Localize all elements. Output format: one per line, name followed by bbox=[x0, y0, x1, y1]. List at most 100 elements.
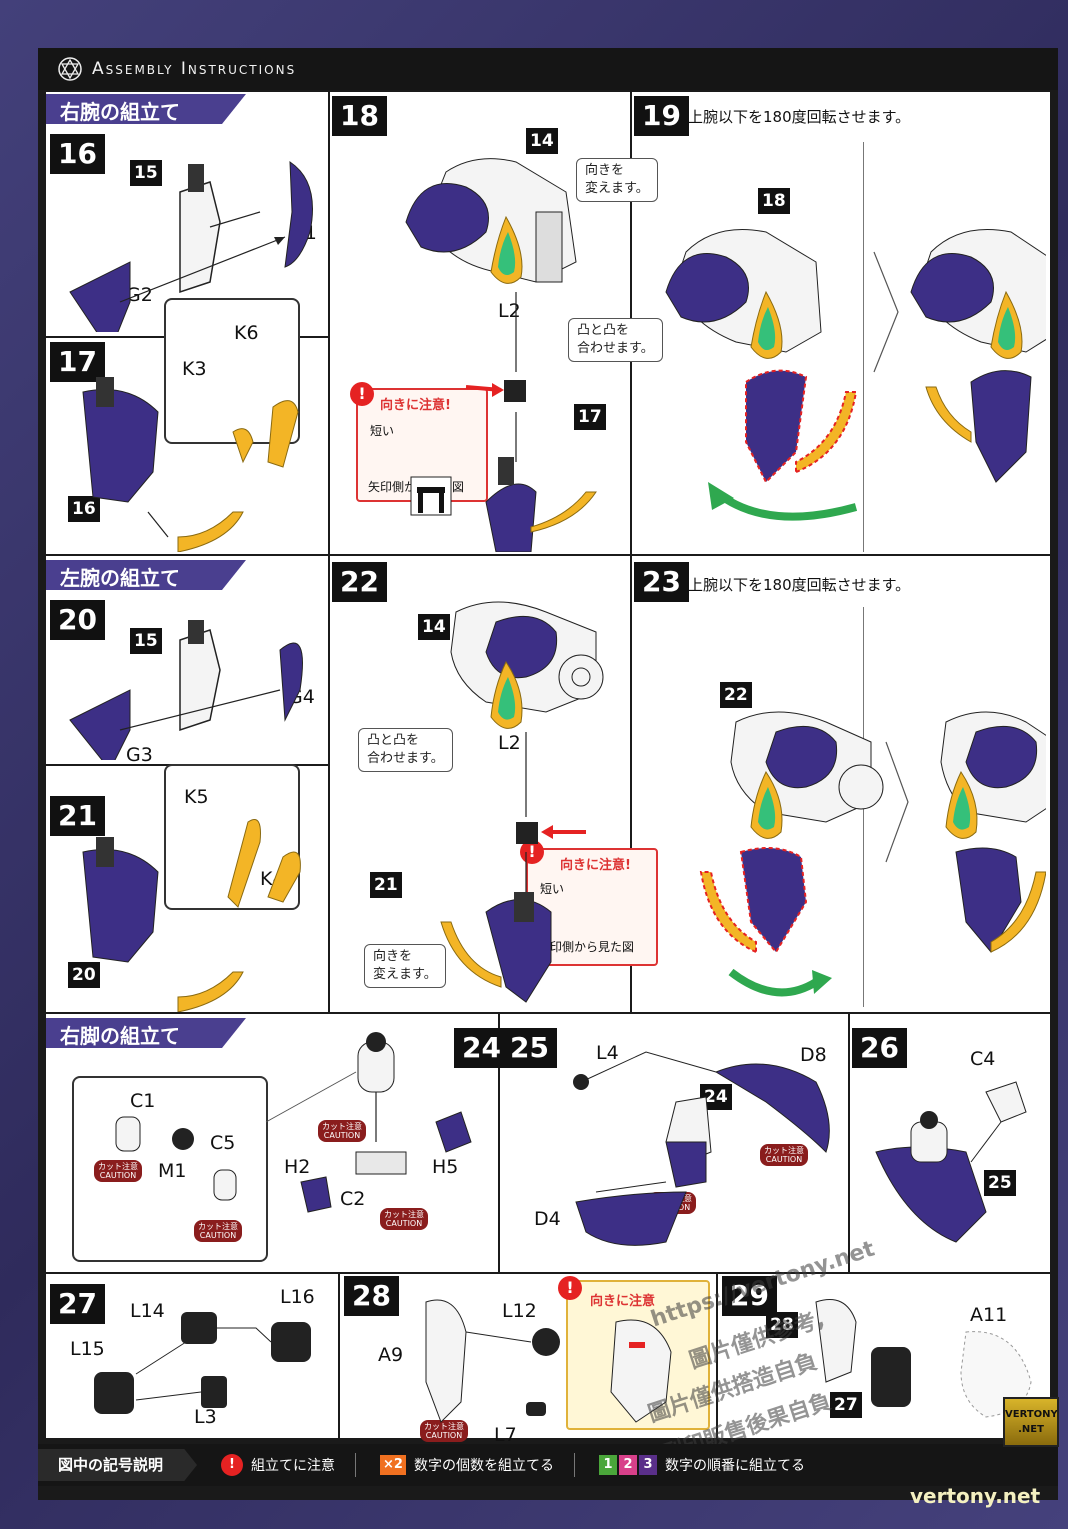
part-label: L15 bbox=[70, 1338, 105, 1360]
divider bbox=[328, 92, 330, 554]
header-title: Assembly Instructions bbox=[92, 59, 297, 79]
step-22-diagram bbox=[440, 601, 604, 1003]
caution-short: 短い bbox=[540, 882, 565, 896]
part-label: 27 bbox=[830, 1392, 862, 1418]
legend-item-caution: ! 組立てに注意 bbox=[221, 1454, 335, 1476]
step-number: 23 bbox=[634, 562, 689, 602]
step-19-diagram bbox=[665, 229, 1046, 521]
order-3-icon: 3 bbox=[639, 1455, 658, 1475]
instruction-content: 右腕の組立て 左腕の組立て 右脚の組立て 16 15 G1 G2 17 K6 K… bbox=[46, 92, 1050, 1467]
callout-bubble: 凸と凸を 合わせます。 bbox=[358, 728, 453, 772]
caution-view: 矢印側から見た図 bbox=[538, 940, 635, 954]
rotation-divider bbox=[863, 142, 864, 552]
part-label: 21 bbox=[370, 872, 402, 898]
step-26-diagram bbox=[875, 1081, 1027, 1243]
legend-item-quantity: ×2 数字の個数を組立てる bbox=[380, 1455, 554, 1475]
step-24-diagram bbox=[115, 1032, 472, 1213]
part-label: 22 bbox=[720, 682, 752, 708]
part-label: L3 bbox=[194, 1406, 217, 1428]
step-number: 22 bbox=[332, 562, 387, 602]
step-29-diagram bbox=[815, 1299, 1032, 1418]
callout-bubble: 向きを 変えます。 bbox=[576, 158, 658, 202]
step-number: 27 bbox=[50, 1284, 105, 1324]
divider bbox=[46, 554, 1050, 556]
divider bbox=[498, 1012, 500, 1272]
part-label: 18 bbox=[758, 188, 790, 214]
part-label: D4 bbox=[534, 1208, 561, 1230]
step-27-diagram bbox=[94, 1312, 311, 1414]
callout-bubble: 向きを 変えます。 bbox=[364, 944, 446, 988]
part-label: M1 bbox=[158, 1160, 187, 1182]
step-number: 25 bbox=[502, 1028, 557, 1068]
step-instruction: 上腕以下を180度回転させます。 bbox=[688, 576, 911, 594]
site-brand: vertony.net bbox=[910, 1484, 1041, 1508]
part-label: 25 bbox=[984, 1170, 1016, 1196]
step-16-diagram bbox=[69, 161, 313, 332]
divider bbox=[338, 1272, 340, 1438]
part-label: 20 bbox=[68, 962, 100, 988]
divider bbox=[848, 1012, 850, 1272]
part-label: G3 bbox=[126, 744, 153, 766]
caution-title: 向きに注意! bbox=[560, 858, 631, 873]
part-label: 14 bbox=[418, 614, 450, 640]
part-label: 17 bbox=[574, 404, 606, 430]
step-28-diagram bbox=[425, 1299, 672, 1423]
part-label: D8 bbox=[800, 1044, 827, 1066]
exclamation-icon: ! bbox=[558, 1276, 582, 1300]
step-20-diagram bbox=[69, 620, 303, 760]
caution-short: 短い bbox=[370, 424, 395, 438]
section-title-right-leg: 右脚の組立て bbox=[46, 1018, 246, 1048]
part-label: K6 bbox=[234, 322, 259, 344]
part-label: A9 bbox=[378, 1344, 404, 1366]
header-bar: Assembly Instructions bbox=[38, 48, 1058, 90]
section-title-right-arm: 右腕の組立て bbox=[46, 94, 246, 124]
part-label: A11 bbox=[970, 1304, 1008, 1326]
legend-title: 図中の記号説明 bbox=[38, 1449, 198, 1481]
vertony-logo: VERTONY.NET bbox=[1003, 1397, 1059, 1447]
part-label: L16 bbox=[280, 1286, 315, 1308]
part-label: L7 bbox=[494, 1424, 517, 1446]
order-1-icon: 1 bbox=[599, 1455, 618, 1475]
step-number: 17 bbox=[50, 342, 105, 382]
step-number: 26 bbox=[852, 1028, 907, 1068]
instruction-sheet: Assembly Instructions 右腕の組立て 左腕の組立て 右脚の組… bbox=[38, 48, 1058, 1500]
caution-title: 向きに注意 bbox=[590, 1294, 656, 1309]
divider bbox=[46, 1012, 1050, 1014]
step-21-diagram bbox=[82, 819, 301, 1012]
symbol-legend-bar: 図中の記号説明 ! 組立てに注意 ×2 数字の個数を組立てる 1 2 3 数字の… bbox=[38, 1444, 1058, 1486]
legend-separator bbox=[355, 1453, 357, 1477]
step-number: 21 bbox=[50, 796, 105, 836]
part-label: L12 bbox=[502, 1300, 537, 1322]
step-number: 16 bbox=[50, 134, 105, 174]
step-17-diagram bbox=[82, 377, 299, 552]
callout-bubble: 凸と凸を 合わせます。 bbox=[568, 318, 663, 362]
part-label: H2 bbox=[284, 1156, 311, 1178]
order-2-icon: 2 bbox=[619, 1455, 638, 1475]
step-number: 24 bbox=[454, 1028, 509, 1068]
caution-title: 向きに注意! bbox=[380, 398, 451, 413]
part-label: L2 bbox=[498, 732, 521, 754]
part-label: L4 bbox=[596, 1042, 619, 1064]
step-number: 18 bbox=[332, 96, 387, 136]
exclamation-icon: ! bbox=[221, 1454, 244, 1476]
step-instruction: 上腕以下を180度回転させます。 bbox=[688, 108, 911, 126]
part-label: G2 bbox=[126, 284, 153, 306]
exclamation-icon: ! bbox=[350, 382, 374, 406]
step-number: 20 bbox=[50, 600, 105, 640]
legend-separator bbox=[574, 1453, 576, 1477]
part-label: C1 bbox=[130, 1090, 156, 1112]
part-label: C5 bbox=[210, 1132, 236, 1154]
legend-item-order: 1 2 3 数字の順番に組立てる bbox=[599, 1455, 805, 1475]
part-label: L2 bbox=[498, 300, 521, 322]
part-label: L14 bbox=[130, 1300, 165, 1322]
step-number: 29 bbox=[722, 1276, 777, 1316]
divider bbox=[46, 1272, 1050, 1274]
part-label: H5 bbox=[432, 1156, 459, 1178]
part-label: 14 bbox=[526, 128, 558, 154]
